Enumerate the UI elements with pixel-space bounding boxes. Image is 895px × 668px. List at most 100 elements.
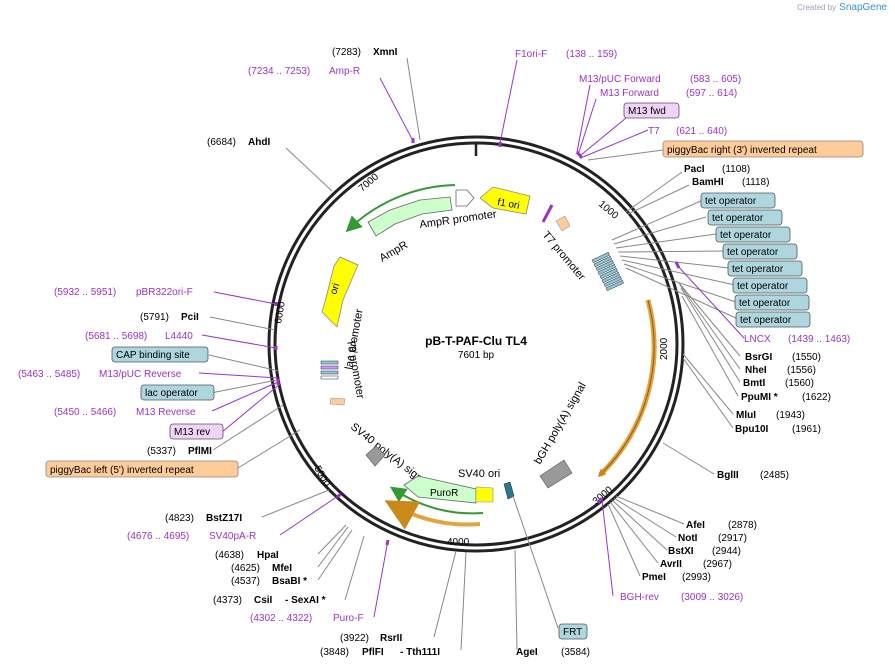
amp-r-primer-label[interactable]: Amp-R [329, 66, 360, 77]
tet-operator-label-3: tet operator [720, 230, 772, 241]
piggybac-left-label-box[interactable] [45, 460, 239, 478]
tet-operator-box-7[interactable] [734, 294, 810, 311]
puro-f-primer-position: (4302 .. 4322) [250, 613, 312, 624]
ori-label: ori [328, 282, 342, 296]
ampr-track-line [345, 184, 456, 233]
noti-position: (2917) [718, 533, 747, 544]
bstz17i-label[interactable]: BstZ17I [206, 513, 242, 524]
f1ori-f-primer-position: (138 .. 159) [566, 49, 617, 60]
mfei-label[interactable]: MfeI [272, 563, 292, 574]
tick-7000: 7000 [357, 171, 381, 194]
tet-operator-box-4[interactable] [722, 243, 798, 260]
tet-operator-box-8[interactable] [735, 311, 811, 328]
agei-label[interactable]: AgeI [516, 647, 538, 658]
csii-label[interactable]: CsiI [254, 595, 273, 606]
piggybac-right-box[interactable] [662, 140, 864, 158]
ppumi-position: (1622) [802, 392, 831, 403]
sexai-label[interactable]: - SexAI * [285, 595, 326, 606]
ahdi-label[interactable]: AhdI [248, 137, 270, 148]
tet-operator-box-1[interactable] [700, 192, 776, 209]
m13-rev-box[interactable] [169, 423, 224, 440]
pflmi-position: (5337) [147, 446, 176, 457]
bgh-rev-primer-label[interactable]: BGH-rev [620, 592, 659, 603]
tick-4000: 4000 [447, 537, 470, 548]
noti-label[interactable]: NotI [678, 533, 698, 544]
f1ori-f-primer-label[interactable]: F1ori-F [515, 49, 547, 60]
t7-feature-box [555, 215, 571, 232]
tick-6000: 6000 [273, 300, 288, 324]
pflfi-label[interactable]: PflFI [362, 647, 384, 658]
rsrii-label[interactable]: RsrII [380, 633, 402, 644]
hpai-label[interactable]: HpaI [257, 550, 279, 561]
xmni-label[interactable]: XmnI [373, 47, 398, 58]
bgh-orange-arc-inner [597, 299, 655, 478]
tth111i-label[interactable]: - Tth111I [400, 647, 440, 658]
m13-forward-primer-position: (597 .. 614) [686, 88, 737, 99]
puro-f-primer-label[interactable]: Puro-F [333, 613, 364, 624]
afei-label[interactable]: AfeI [686, 520, 705, 531]
bstz17i-position: (4823) [165, 513, 194, 524]
tet-operator-label-6: tet operator [737, 281, 789, 292]
lac-operator-box[interactable] [140, 384, 215, 401]
m13-puc-forward-primer-position: (583 .. 605) [690, 74, 741, 85]
bstxi-position: (2944) [712, 546, 741, 557]
tet-operator-label-2: tet operator [712, 213, 764, 224]
puror-yellow [475, 486, 494, 503]
pflmi-label[interactable]: PflMI [188, 446, 212, 457]
bgh-rev-primer-position: (3009 .. 3026) [681, 592, 743, 603]
paci-label[interactable]: PacI [684, 164, 705, 175]
l4440-primer-label[interactable]: L4440 [165, 331, 193, 342]
tet-operator-array [591, 252, 624, 292]
mlui-label[interactable]: MluI [736, 410, 756, 421]
sv40-ori-label: SV40 ori [458, 468, 500, 480]
m13-reverse-primer-label[interactable]: M13 Reverse [136, 407, 196, 418]
tet-operator-box-3[interactable] [715, 226, 791, 243]
bglii-label[interactable]: BglII [717, 470, 739, 481]
avrii-label[interactable]: AvrII [660, 559, 682, 570]
m13-puc-forward-primer-label[interactable]: M13/pUC Forward [579, 74, 661, 85]
pcii-position: (5791) [140, 312, 169, 323]
m13-fwd-label: M13 fwd [628, 106, 666, 117]
m13-forward-primer-label[interactable]: M13 Forward [600, 88, 659, 99]
agei-position: (3584) [561, 647, 590, 658]
pflfi-position: (3848) [320, 647, 349, 658]
bpu10i-label[interactable]: Bpu10I [735, 424, 769, 435]
ppumi-label[interactable]: PpuMI * [741, 392, 778, 403]
m13-fwd-box[interactable] [623, 102, 680, 119]
nhei-label[interactable]: NheI [745, 365, 767, 376]
pbr322ori-f-primer-label[interactable]: pBR322ori-F [136, 287, 193, 298]
bsrgi-label[interactable]: BsrGI [745, 352, 772, 363]
ampr-arrow [367, 196, 453, 237]
pmei-label[interactable]: PmeI [642, 572, 666, 583]
bsrgi-position: (1550) [792, 352, 821, 363]
bmti-position: (1560) [785, 378, 814, 389]
m13-puc-reverse-primer-position: (5463 .. 5485) [18, 369, 80, 380]
bamhi-label[interactable]: BamHI [692, 177, 724, 188]
sv40pa-r-primer-label[interactable]: SV40pA-R [209, 531, 256, 542]
csii-position: (4373) [213, 595, 242, 606]
bstxi-label[interactable]: BstXI [668, 546, 694, 557]
xmni-position: (7283) [332, 47, 361, 58]
m13-puc-reverse-primer-label[interactable]: M13/pUC Reverse [99, 369, 182, 380]
ampr-promoter-arrow [455, 189, 475, 207]
lac-operator-block [320, 360, 339, 380]
frt-box[interactable] [558, 623, 588, 640]
bamhi-position: (1118) [742, 177, 769, 188]
t7-primer-label[interactable]: T7 [648, 126, 660, 137]
sv40-polya-box [365, 445, 386, 467]
cap-binding-site-box[interactable] [111, 346, 209, 363]
backbone-outer-ring [267, 135, 685, 553]
tet-operator-box-2[interactable] [707, 209, 783, 226]
pcii-label[interactable]: PciI [181, 312, 199, 323]
bmti-label[interactable]: BmtI [743, 378, 765, 389]
snapgene-credit: Created by SnapGene [797, 2, 887, 13]
m13-rev-label: M13 rev [174, 427, 210, 438]
tet-operator-box-6[interactable] [732, 277, 808, 294]
lncx-primer-label[interactable]: LNCX [744, 334, 771, 345]
piggybac-right-label: piggyBac right (3') inverted repeat [667, 145, 817, 156]
bsabi-label[interactable]: BsaBI * [272, 576, 307, 587]
tet-operator-labels: tet operator tet operator tet operator t… [700, 192, 811, 328]
afei-position: (2878) [728, 520, 757, 531]
tet-operator-box-5[interactable] [727, 260, 803, 277]
ahdi-position: (6684) [207, 137, 236, 148]
